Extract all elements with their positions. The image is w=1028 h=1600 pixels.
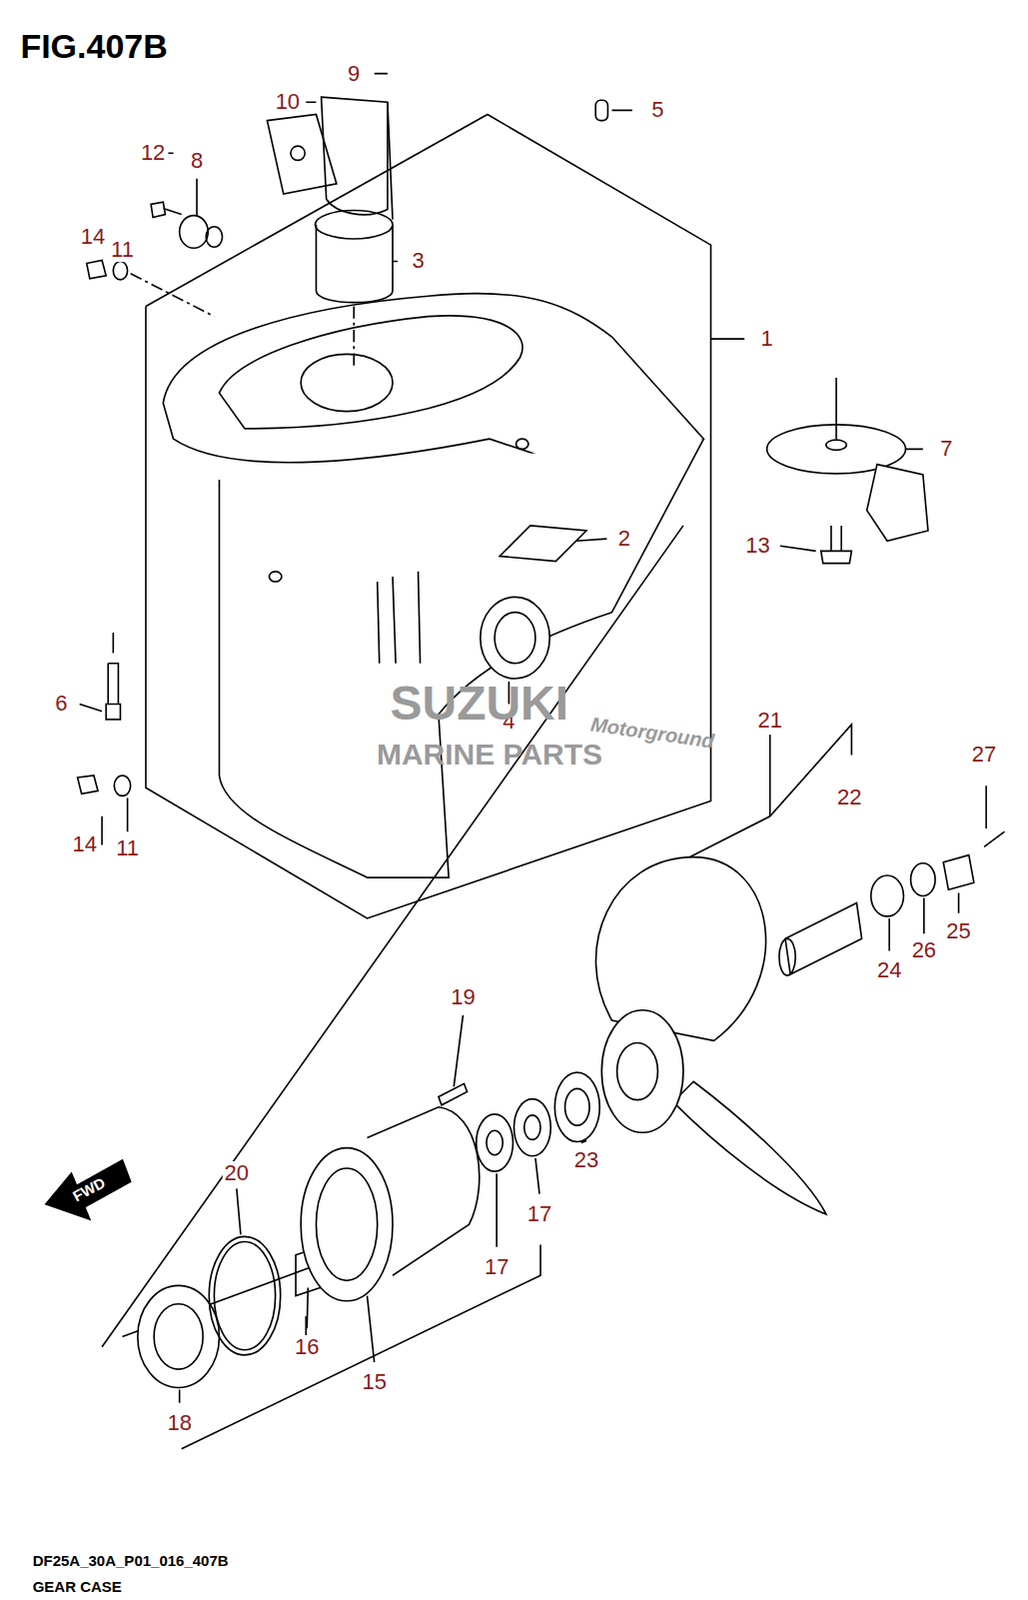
callout-number: 6: [52, 691, 69, 716]
callout-number: 2: [616, 526, 633, 551]
watermark: SUZUKI: [389, 679, 569, 728]
callout-number: 15: [359, 1369, 388, 1394]
callout-number: 16: [292, 1334, 321, 1359]
callout-number: 12: [138, 140, 167, 165]
callout-number: 9: [345, 61, 362, 86]
figure-title: FIG.407B: [19, 28, 167, 63]
callout-number: 11: [113, 836, 141, 861]
callout-number: 23: [572, 1147, 601, 1172]
callout-number: 1: [759, 326, 776, 351]
figure-caption: GEAR CASE: [32, 1578, 122, 1594]
callout-number: 26: [910, 938, 939, 963]
callout-number: 3: [409, 248, 426, 273]
callout-number: 8: [188, 148, 205, 173]
callout-number: 14: [78, 224, 107, 249]
callout-number: 21: [755, 708, 784, 733]
callout-number: 22: [835, 785, 864, 810]
watermark: MARINE PARTS: [376, 739, 603, 770]
callout-number: 7: [938, 436, 955, 461]
callout-number: 19: [448, 985, 477, 1010]
callout-number: 14: [69, 832, 98, 857]
callout-number: 24: [875, 958, 904, 983]
watermark: Motorground: [589, 713, 716, 751]
callout-number: 5: [649, 97, 666, 122]
figure-code: DF25A_30A_P01_016_407B: [32, 1552, 229, 1568]
callout-number: 17: [525, 1201, 554, 1226]
callout-number: 25: [944, 919, 973, 944]
callout-number: 11: [108, 237, 136, 262]
callout-number: 27: [970, 742, 999, 767]
callout-number: 13: [743, 533, 772, 558]
callout-number: 20: [222, 1160, 251, 1185]
callout-number: 18: [164, 1410, 193, 1435]
callout-number: 17: [482, 1254, 511, 1279]
callout-number: 10: [273, 89, 302, 114]
